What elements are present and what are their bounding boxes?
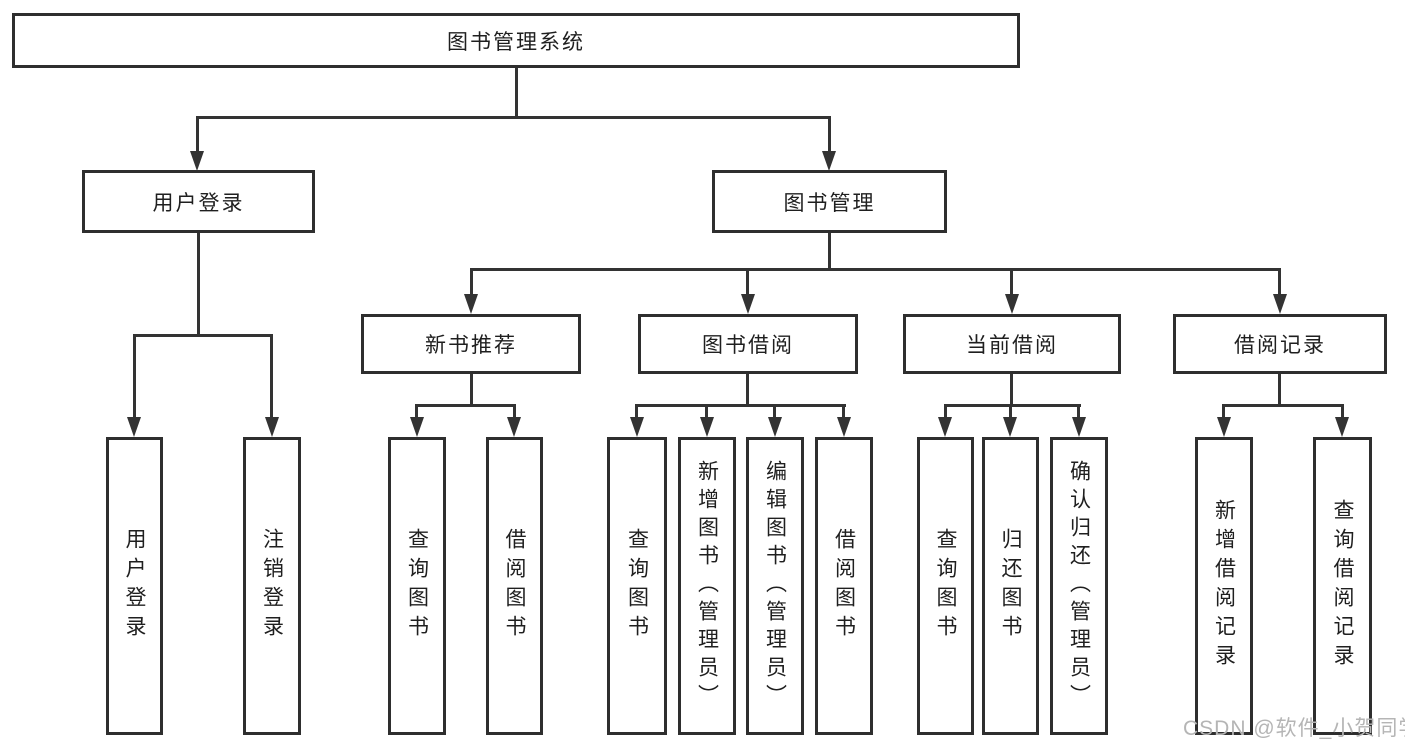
leaf-borrow-query-books: 查询图书 [607, 437, 667, 735]
node-book-management: 图书管理 [712, 170, 947, 233]
node-root-system: 图书管理系统 [12, 13, 1020, 68]
leaf-current-query-books: 查询图书 [917, 437, 974, 735]
arrowhead-to-new-book-recommend [464, 294, 478, 314]
arrowhead-to-user-login [190, 151, 204, 171]
connector-recommend-stub-0 [415, 404, 418, 419]
connector-root-drop-mgmt [828, 116, 831, 154]
arrowhead-to-records-query [1335, 417, 1349, 437]
connector-borrow-stub-0 [635, 404, 638, 419]
connector-recommend-stub-1 [513, 404, 516, 419]
leaf-current-confirm-return-admin: 确认归还（管理员） [1050, 437, 1108, 735]
connector-records-split [1222, 404, 1344, 407]
connector-borrow-stub-1 [705, 404, 708, 419]
arrowhead-to-leaf-logout [265, 417, 279, 437]
connector-root-split [196, 116, 831, 119]
connector-borrow-stub-3 [842, 404, 845, 419]
arrowhead-to-borrow-records [1273, 294, 1287, 314]
arrowhead-to-book-borrow [741, 294, 755, 314]
leaf-user-login: 用户登录 [106, 437, 163, 735]
arrowhead-to-current-return [1003, 417, 1017, 437]
connector-current-stub-2 [1077, 404, 1080, 419]
leaf-recommend-borrow-books: 借阅图书 [486, 437, 543, 735]
connector-recommend-trunk [470, 374, 473, 406]
connector-login-split [133, 334, 273, 337]
leaf-records-add-record: 新增借阅记录 [1195, 437, 1253, 735]
connector-login-trunk [197, 233, 200, 336]
node-user-login: 用户登录 [82, 170, 315, 233]
connector-records-stub-0 [1222, 404, 1225, 419]
arrowhead-to-borrow-edit [768, 417, 782, 437]
connector-current-stub-1 [1009, 404, 1012, 419]
arrowhead-to-current-confirm [1072, 417, 1086, 437]
connector-mgmt-drop-current [1010, 268, 1013, 296]
arrowhead-to-current-borrow [1005, 294, 1019, 314]
connector-current-trunk [1010, 374, 1013, 406]
leaf-current-return-books: 归还图书 [982, 437, 1039, 735]
leaf-borrow-edit-books-admin: 编辑图书（管理员） [746, 437, 804, 735]
connector-mgmt-drop-recommend [470, 268, 473, 296]
leaf-records-query-record: 查询借阅记录 [1313, 437, 1372, 735]
arrowhead-to-current-query [938, 417, 952, 437]
connector-borrow-split [635, 404, 846, 407]
leaf-borrow-borrow-books: 借阅图书 [815, 437, 873, 735]
connector-records-stub-1 [1341, 404, 1344, 419]
connector-borrow-trunk [746, 374, 749, 406]
connector-mgmt-drop-borrow [746, 268, 749, 296]
arrowhead-to-leaf-user-login [127, 417, 141, 437]
arrowhead-to-borrow-add [700, 417, 714, 437]
node-borrow-records: 借阅记录 [1173, 314, 1387, 374]
connector-current-stub-0 [944, 404, 947, 419]
connector-root-trunk [515, 68, 518, 118]
leaf-logout: 注销登录 [243, 437, 301, 735]
connector-login-stub-0 [133, 334, 136, 418]
node-book-borrow: 图书借阅 [638, 314, 858, 374]
connector-borrow-stub-2 [773, 404, 776, 419]
connector-login-stub-1 [270, 334, 273, 418]
arrowhead-to-recommend-query [410, 417, 424, 437]
node-new-book-recommend: 新书推荐 [361, 314, 581, 374]
leaf-borrow-add-books-admin: 新增图书（管理员） [678, 437, 736, 735]
connector-root-drop-login [196, 116, 199, 154]
connector-current-split [944, 404, 1081, 407]
connector-mgmt-drop-records [1278, 268, 1281, 296]
arrowhead-to-recommend-borrow [507, 417, 521, 437]
leaf-recommend-query-books: 查询图书 [388, 437, 446, 735]
arrowhead-to-borrow-borrow [837, 417, 851, 437]
connector-mgmt-trunk [828, 233, 831, 270]
arrowhead-to-borrow-query [630, 417, 644, 437]
connector-records-trunk [1278, 374, 1281, 406]
arrowhead-to-book-management [822, 151, 836, 171]
node-current-borrow: 当前借阅 [903, 314, 1121, 374]
connector-mgmt-split [470, 268, 1281, 271]
connector-recommend-split [415, 404, 516, 407]
csdn-watermark: CSDN @软件_小贺同学 [1183, 717, 1405, 740]
arrowhead-to-records-add [1217, 417, 1231, 437]
